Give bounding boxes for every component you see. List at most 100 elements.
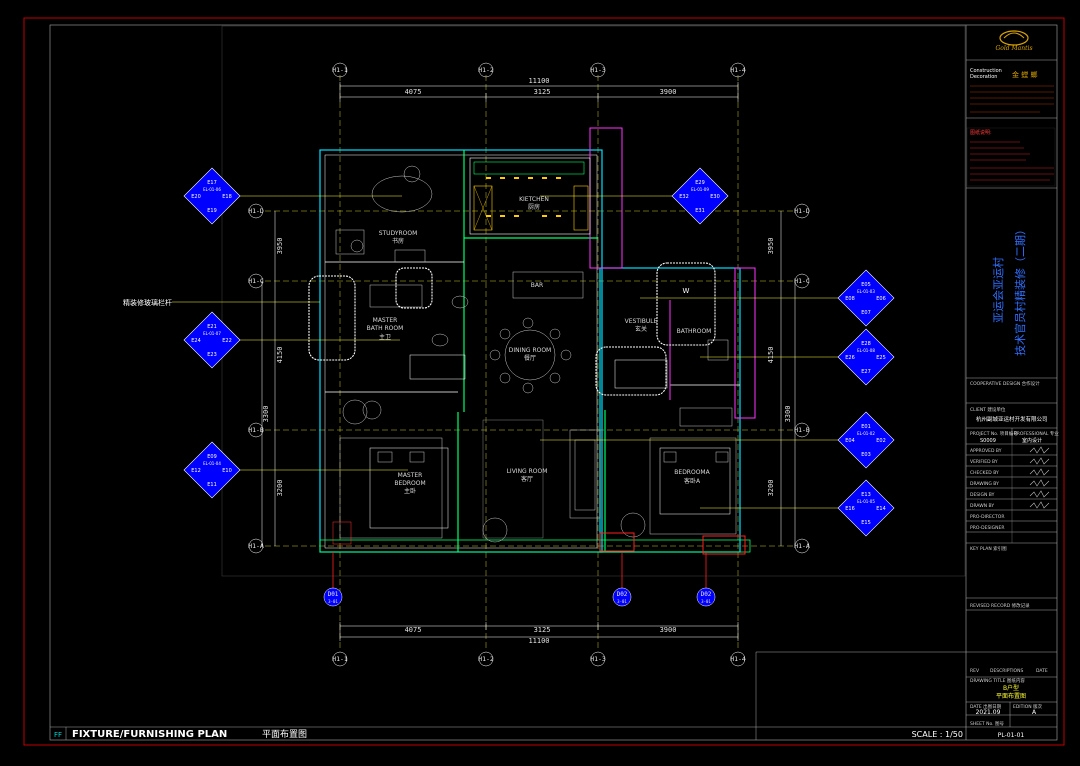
room-living-cn: 客厅 [521, 475, 533, 483]
company-logo: Gold Mantis [990, 30, 1038, 52]
elev-1-right: E22 [222, 338, 232, 344]
door-tag-1-id: D01 [328, 591, 339, 598]
company-cn: 金 螳 螂 [1012, 70, 1037, 79]
elevation-marker-6: E01 E04 E02 E03 EL-01-02 [845, 424, 886, 458]
dim-top-3: 3900 [660, 88, 677, 96]
grid-right-c: H1-C [794, 277, 810, 285]
drawing-scale: SCALE : 1/50 [912, 730, 963, 739]
elevation-marker-3: E29 E32 E30 E31 EL-01-09 [679, 180, 720, 214]
room-living-en: LIVING ROOM [507, 468, 548, 475]
elevation-marker-0: E17 E20 E18 E19 EL-01-06 [191, 180, 232, 214]
elev-0-bottom: E19 [207, 208, 217, 214]
dim-total-top: 11100 [528, 77, 549, 85]
signoff-drawing: DRAWING BY [970, 481, 999, 487]
signoff-drawn: DRAWN BY [970, 503, 994, 509]
grid-left-c: H1-C [248, 277, 264, 285]
dim-total-bottom: 11100 [528, 637, 549, 645]
key-plan: KEY PLAN 索引图 [970, 545, 1007, 552]
elev-6-sheet: EL-01-02 [857, 431, 875, 436]
dim-bottom-2: 3125 [534, 626, 551, 634]
project-no-label: PROJECT No. 项目编号 [970, 430, 1018, 437]
elevation-marker-5: E28 E26 E25 E27 EL-01-08 [845, 341, 886, 375]
professional-label: PROFESSIONAL 专业 [1014, 430, 1059, 437]
grid-bottom-2: H1-2 [478, 655, 494, 663]
room-kitchen-cn: 厨房 [528, 203, 540, 211]
elev-0-right: E18 [222, 194, 232, 200]
elev-4-left: E08 [845, 296, 855, 302]
project-no: S0009 [980, 438, 996, 444]
room-dining-cn: 餐厅 [524, 354, 536, 362]
room-master-bedroom-1: MASTER [398, 472, 423, 479]
signature-scribbles [1029, 446, 1050, 509]
room-kitchen-en: KIETCHEN [519, 196, 549, 203]
company-en-2: Decoration [970, 74, 997, 80]
elev-4-sheet: EL-01-03 [857, 289, 875, 294]
elev-4-right: E06 [876, 296, 886, 302]
elev-7-bottom: E15 [861, 520, 871, 526]
elev-3-right: E30 [710, 194, 720, 200]
door-tag-2-id: D02 [617, 591, 628, 598]
room-master-bath-1: MASTER [373, 317, 398, 324]
elev-3-top: E29 [695, 180, 705, 186]
professional: 室内设计 [1022, 437, 1042, 444]
room-dining-en: DINING ROOM [509, 347, 551, 354]
room-bathroom: BATHROOM [677, 328, 712, 335]
room-master-bedroom-cn: 主卧 [404, 487, 416, 495]
elevation-marker-1: E21 E24 E22 E23 EL-01-07 [191, 324, 232, 358]
door-leaders [332, 552, 707, 590]
railing-note: 精装修玻璃栏杆 [123, 298, 172, 307]
elev-2-bottom: E11 [207, 482, 217, 488]
project-name-2: 技术官员村精装修（二期） [1013, 224, 1027, 356]
elev-1-top: E21 [207, 324, 217, 330]
room-study-en: STUDYROOM [379, 230, 418, 237]
elevation-marker-4: E05 E08 E06 E07 EL-01-03 [845, 282, 886, 316]
elevation-marker-diamonds [183, 167, 895, 537]
sheet-tag: FF [54, 731, 62, 739]
title-block-lines [50, 59, 1057, 740]
elev-3-sheet: EL-01-09 [691, 187, 709, 192]
elev-5-left: E26 [845, 355, 855, 361]
grid-right-a: H1-A [794, 542, 810, 550]
elev-2-right: E10 [222, 468, 232, 474]
elev-3-bottom: E31 [695, 208, 705, 214]
grid-bottom-4: H1-4 [730, 655, 746, 663]
grid-left-a: H1-A [248, 542, 264, 550]
drawing-title-1: B户型 [1003, 684, 1019, 692]
signoff-checked: CHECKED BY [970, 470, 999, 476]
elev-0-left: E20 [191, 194, 201, 200]
elev-1-left: E24 [191, 338, 201, 344]
dim-left-3: 3200 [276, 480, 284, 497]
signoff-approved: APPROVED BY [970, 448, 1002, 454]
grid-bottom-3: H1-3 [590, 655, 606, 663]
elev-2-left: E12 [191, 468, 201, 474]
elev-2-sheet: EL-01-04 [203, 461, 221, 466]
viewport-frame [221, 25, 966, 577]
elev-6-left: E04 [845, 438, 855, 444]
client-label: CLIENT 建设单位 [970, 406, 1006, 413]
project-name: 亚运会亚运村 [991, 257, 1005, 323]
rev-header-rev: REV [970, 668, 980, 674]
dim-left-outer: 3300 [262, 406, 270, 423]
client-name: 杭州副城亚运村开发有限公司 [976, 415, 1048, 423]
grid-top-3: H1-3 [590, 66, 606, 74]
door-tag-3-id: D02 [701, 591, 712, 598]
room-vestibule-en: VESTIBULE [625, 318, 658, 325]
leader-lines [172, 195, 850, 509]
room-study-cn: 书房 [392, 237, 404, 245]
outer-border [23, 17, 1065, 746]
room-bedroom-a-cn: 客卧A [684, 477, 701, 485]
edition: A [1032, 709, 1037, 716]
elevation-marker-7: E13 E16 E14 E15 EL-01-05 [845, 492, 886, 526]
room-bedroom-a-en: BEDROOMA [674, 469, 710, 476]
grid-left-b: H1-B [248, 426, 264, 434]
rev-header-date: DATE [1036, 668, 1048, 674]
dim-left-1: 3950 [276, 238, 284, 255]
w-mark: W [683, 287, 690, 295]
elev-7-top: E13 [861, 492, 871, 498]
elev-5-sheet: EL-01-08 [857, 348, 875, 353]
grid-top-1: H1-1 [332, 66, 348, 74]
room-master-bath-2: BATH ROOM [367, 325, 404, 332]
drawing-title-en: FIXTURE/FURNISHING PLAN [72, 729, 227, 740]
grid-right-d: H1-D [794, 207, 810, 215]
svg-text:Gold Mantis: Gold Mantis [995, 45, 1032, 52]
